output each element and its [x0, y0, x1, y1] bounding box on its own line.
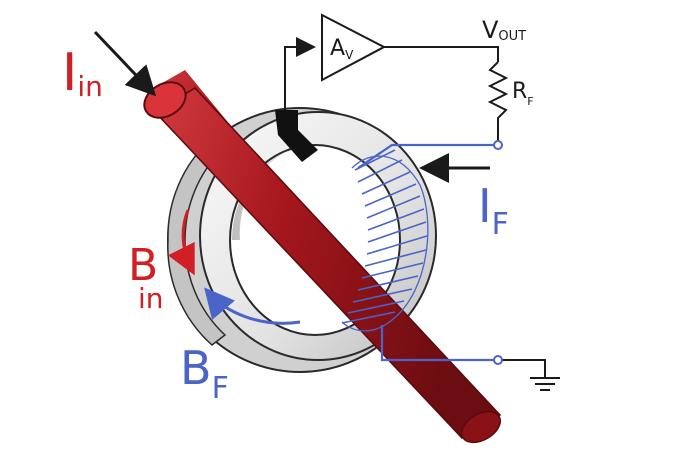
secondary-winding — [341, 143, 495, 362]
b-in-sub-label: in — [138, 282, 164, 315]
hall-sensor — [275, 110, 318, 162]
i-in-arrow — [93, 30, 157, 97]
rf-label: RF — [512, 79, 534, 108]
amplifier-label: AV — [330, 36, 354, 62]
terminal-bottom — [493, 355, 503, 365]
b-f-label: BF — [180, 341, 229, 406]
terminal-top — [493, 140, 503, 150]
b-f-arrow — [204, 287, 301, 325]
b-in-label: B — [128, 240, 158, 291]
feedback-circuit — [284, 37, 560, 391]
i-f-label: IF — [478, 179, 509, 242]
i-in-label: Iin — [62, 43, 103, 103]
vout-label: VOUT — [482, 16, 526, 44]
b-in-arrow — [167, 209, 195, 276]
amplifier-triangle — [321, 13, 387, 82]
